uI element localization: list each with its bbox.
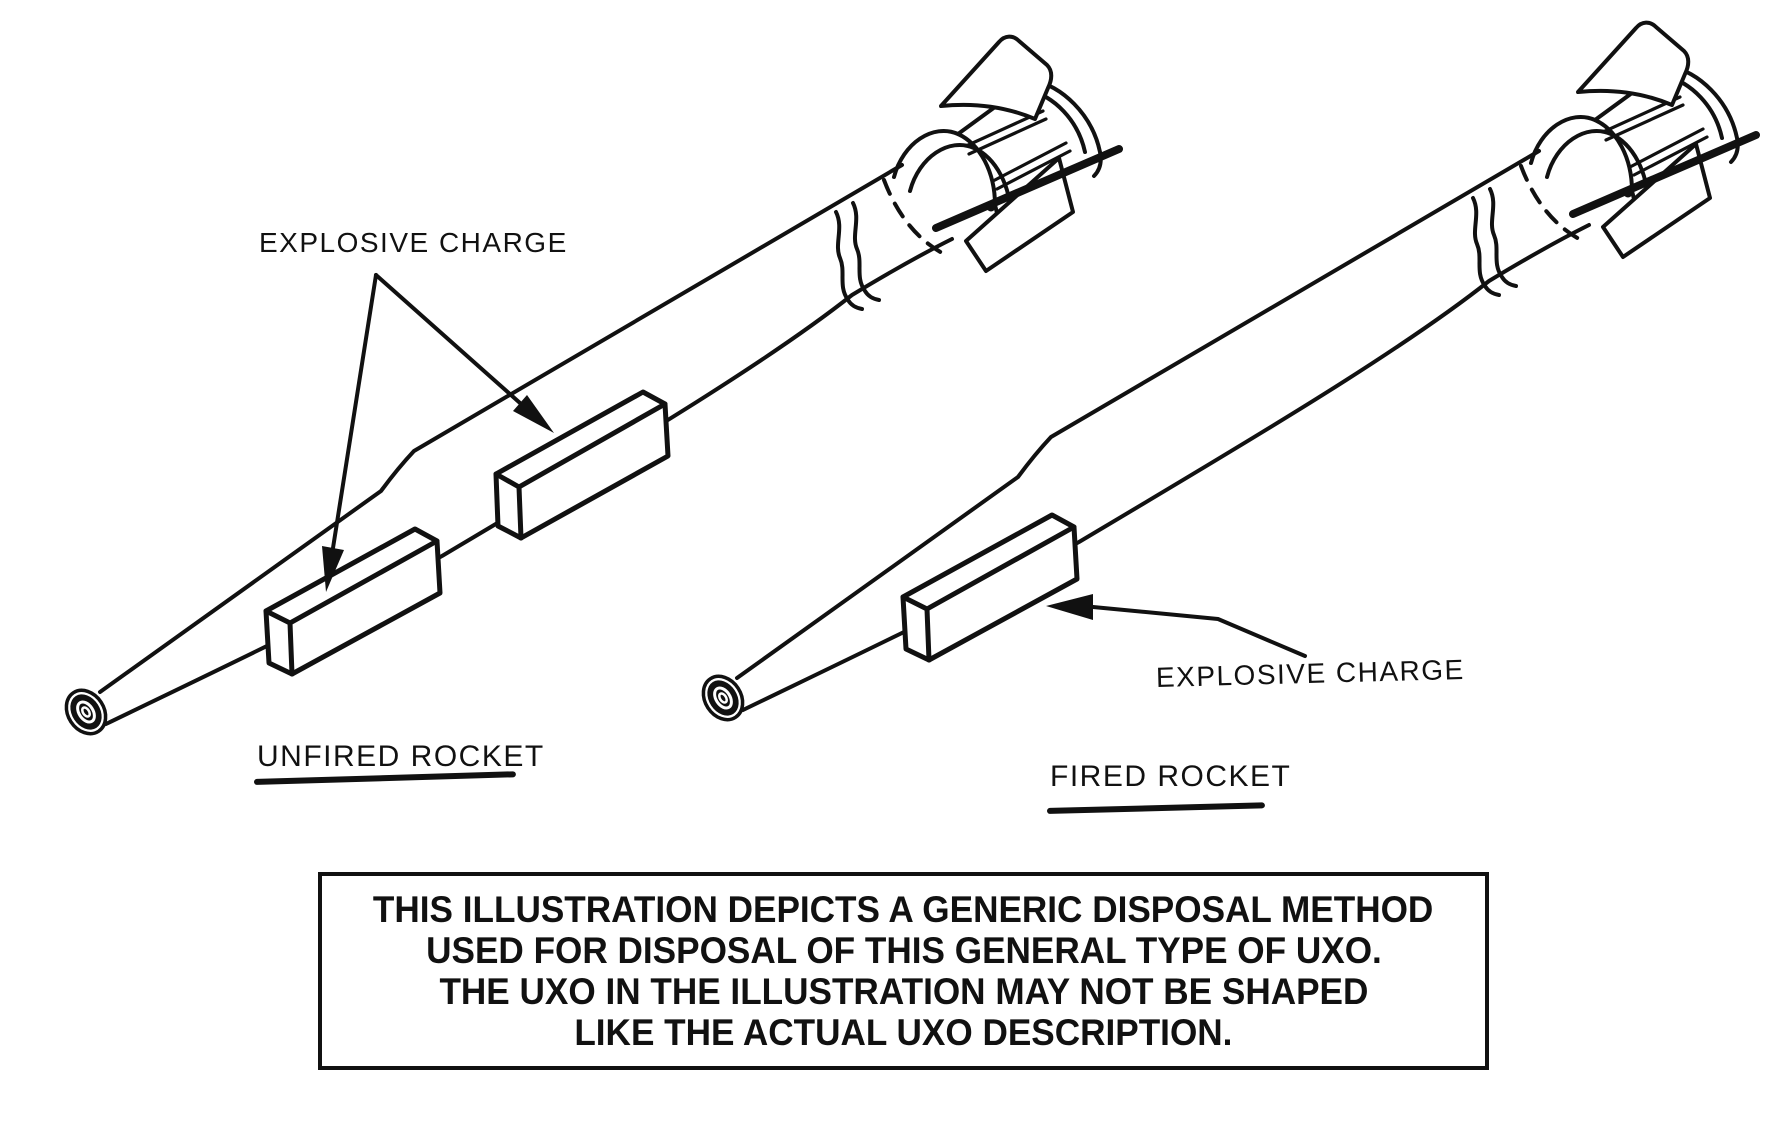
note-line-4: LIKE THE ACTUAL UXO DESCRIPTION. [574,1012,1233,1053]
note-line-1: THIS ILLUSTRATION DEPICTS A GENERIC DISP… [373,889,1434,930]
leader-arrow-to-upper-charge [374,273,554,433]
unfired-rocket-caption: UNFIRED ROCKET [257,740,545,773]
unfired-rocket-upper-charge-block [493,389,671,541]
leader-arrow-to-fired-charge [1046,594,1307,658]
note-line-2: USED FOR DISPOSAL OF THIS GENERAL TYPE O… [425,930,1382,971]
leader-arrow-to-lower-charge [322,273,378,592]
explosive-charge-label-unfired: EXPLOSIVE CHARGE [259,227,568,258]
disclaimer-note-box: THIS ILLUSTRATION DEPICTS A GENERIC DISP… [318,872,1489,1070]
fired-rocket-caption: FIRED ROCKET [1050,760,1292,793]
note-line-3: THE UXO IN THE ILLUSTRATION MAY NOT BE S… [439,971,1368,1012]
